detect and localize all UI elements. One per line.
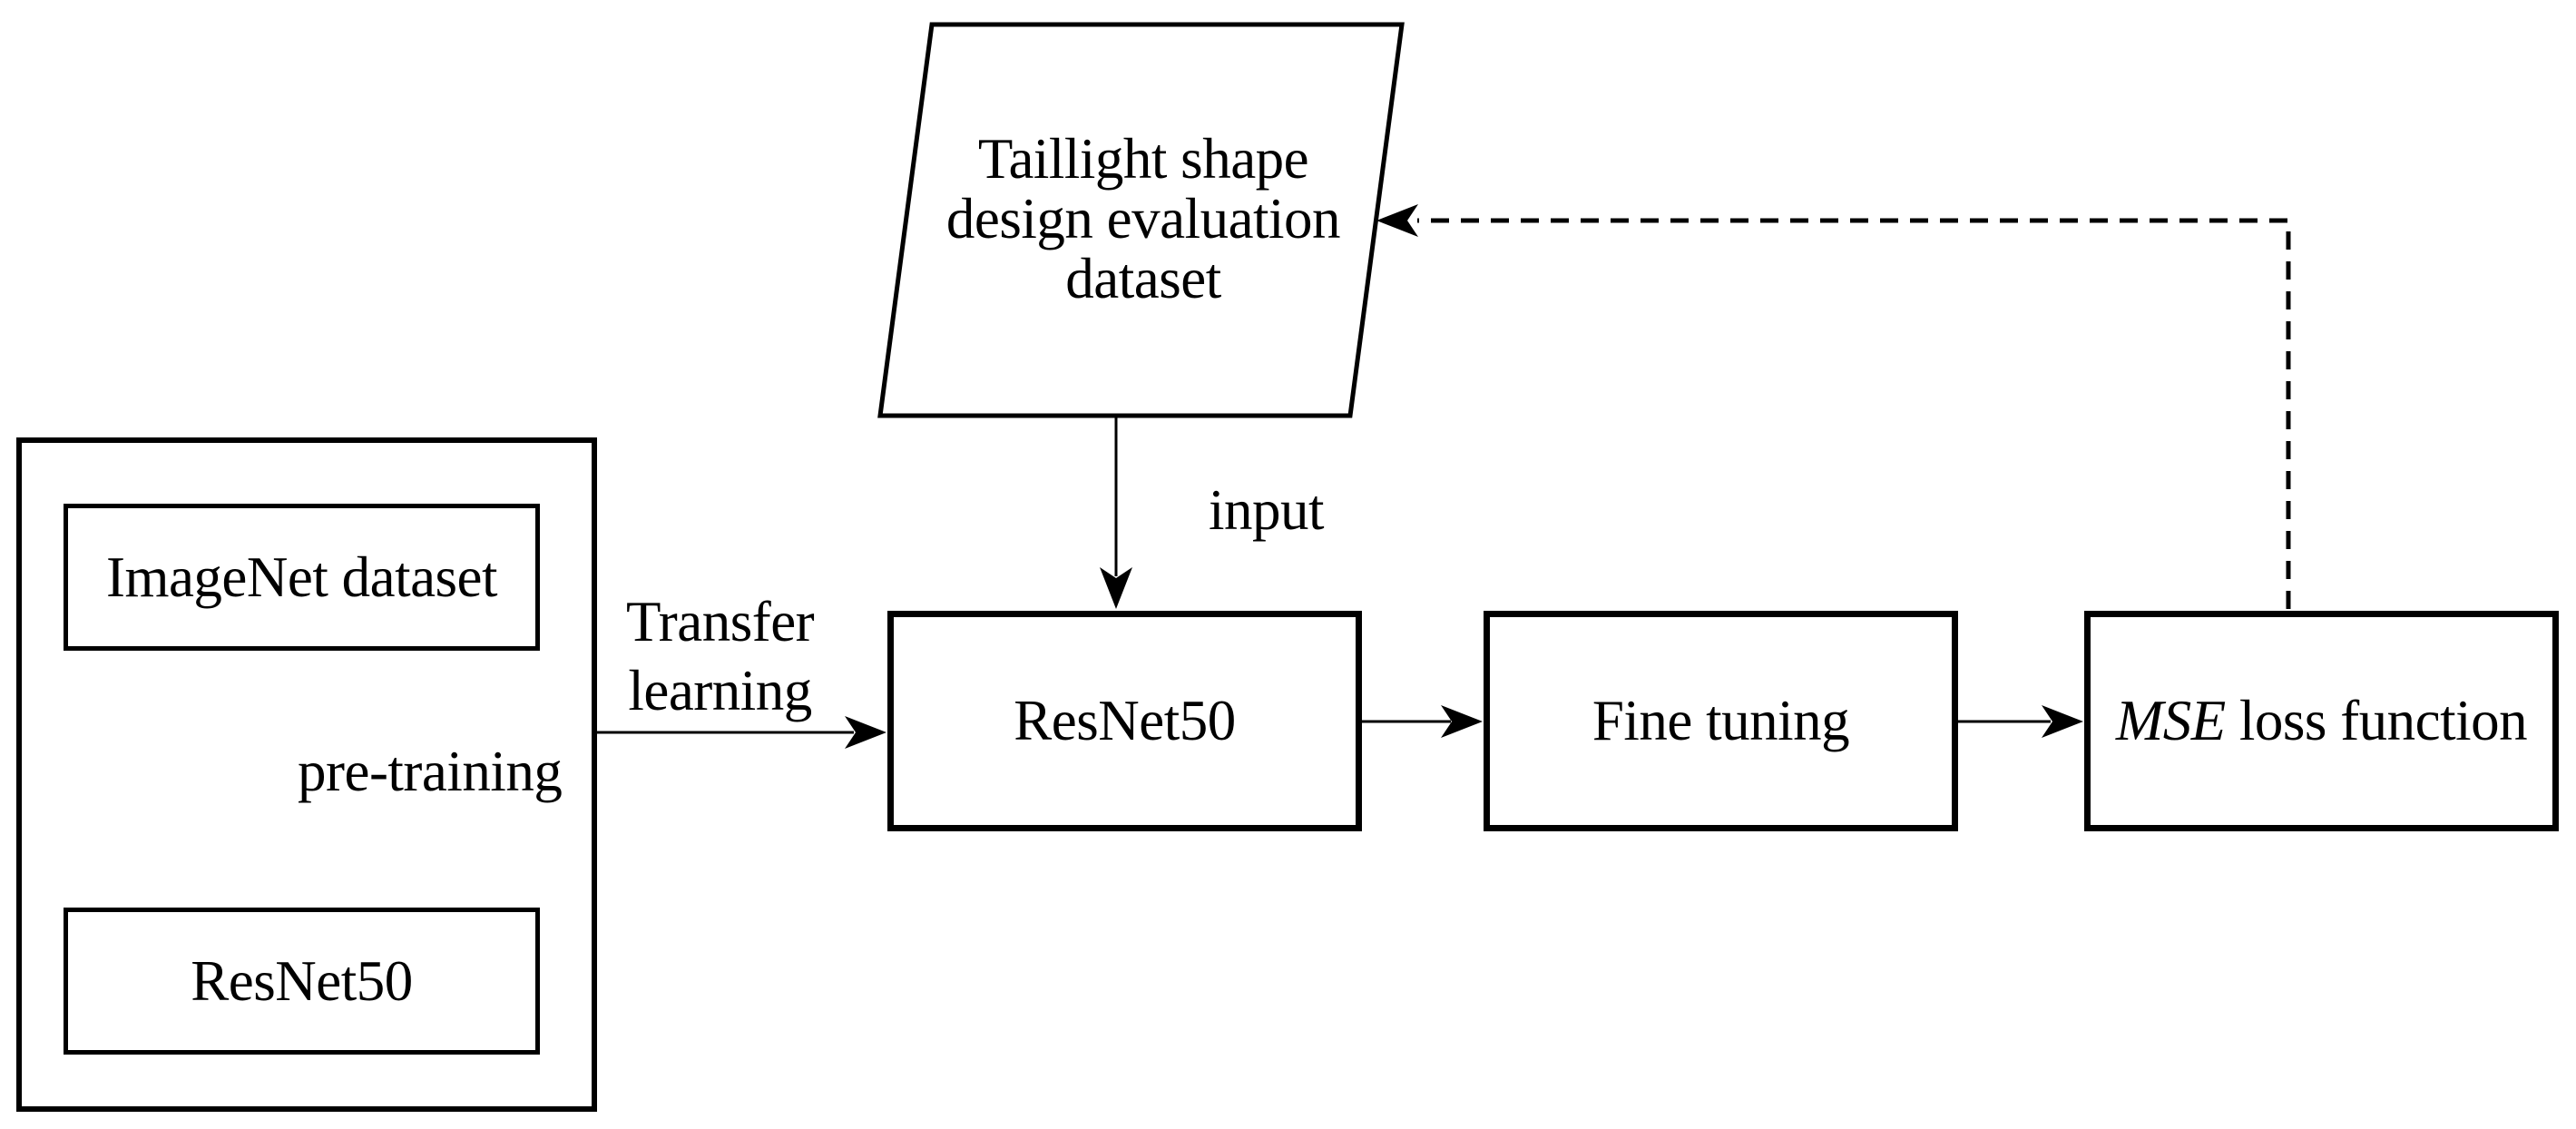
input-arrowhead-icon [1100,567,1132,609]
taillight-dataset-label-line1: Taillight shape [977,127,1309,191]
resnet50-box: ResNet50 [887,611,1362,831]
feedback-dashed-line [1417,218,2291,609]
resnet50-label: ResNet50 [1014,689,1236,752]
pretrained-resnet50-label: ResNet50 [191,948,413,1013]
pretrained-resnet50-box: ResNet50 [64,908,540,1055]
imagenet-dataset-box: ImageNet dataset [64,504,540,651]
taillight-dataset-parallelogram [877,22,1405,418]
fine-tuning-label: Fine tuning [1592,689,1850,752]
fine-tuning-box: Fine tuning [1484,611,1958,831]
taillight-dataset-label: Taillight shape design evaluation datase… [907,129,1379,309]
input-label: input [1209,478,1325,542]
finetuning-to-mse-arrowhead-icon [2042,705,2083,738]
transfer-learning-label-line2: learning [628,659,812,722]
feedback-arrowhead-icon [1376,204,1418,237]
mse-loss-function-box: MSE loss function [2084,611,2559,831]
taillight-dataset-label-line2: design evaluation [945,187,1341,250]
imagenet-dataset-label: ImageNet dataset [105,545,498,609]
transfer-learning-label: Transfer learning [626,587,815,725]
mse-loss-label-italic-part: MSE [2115,689,2226,752]
transfer-learning-label-line1: Transfer [626,590,815,653]
mse-loss-label-rest-part: loss function [2238,689,2528,752]
transfer-learning-arrowhead-icon [845,716,886,749]
resnet-to-finetuning-arrowhead-icon [1441,705,1483,738]
pre-training-label: pre-training [298,740,563,803]
taillight-dataset-label-line3: dataset [1065,247,1221,310]
